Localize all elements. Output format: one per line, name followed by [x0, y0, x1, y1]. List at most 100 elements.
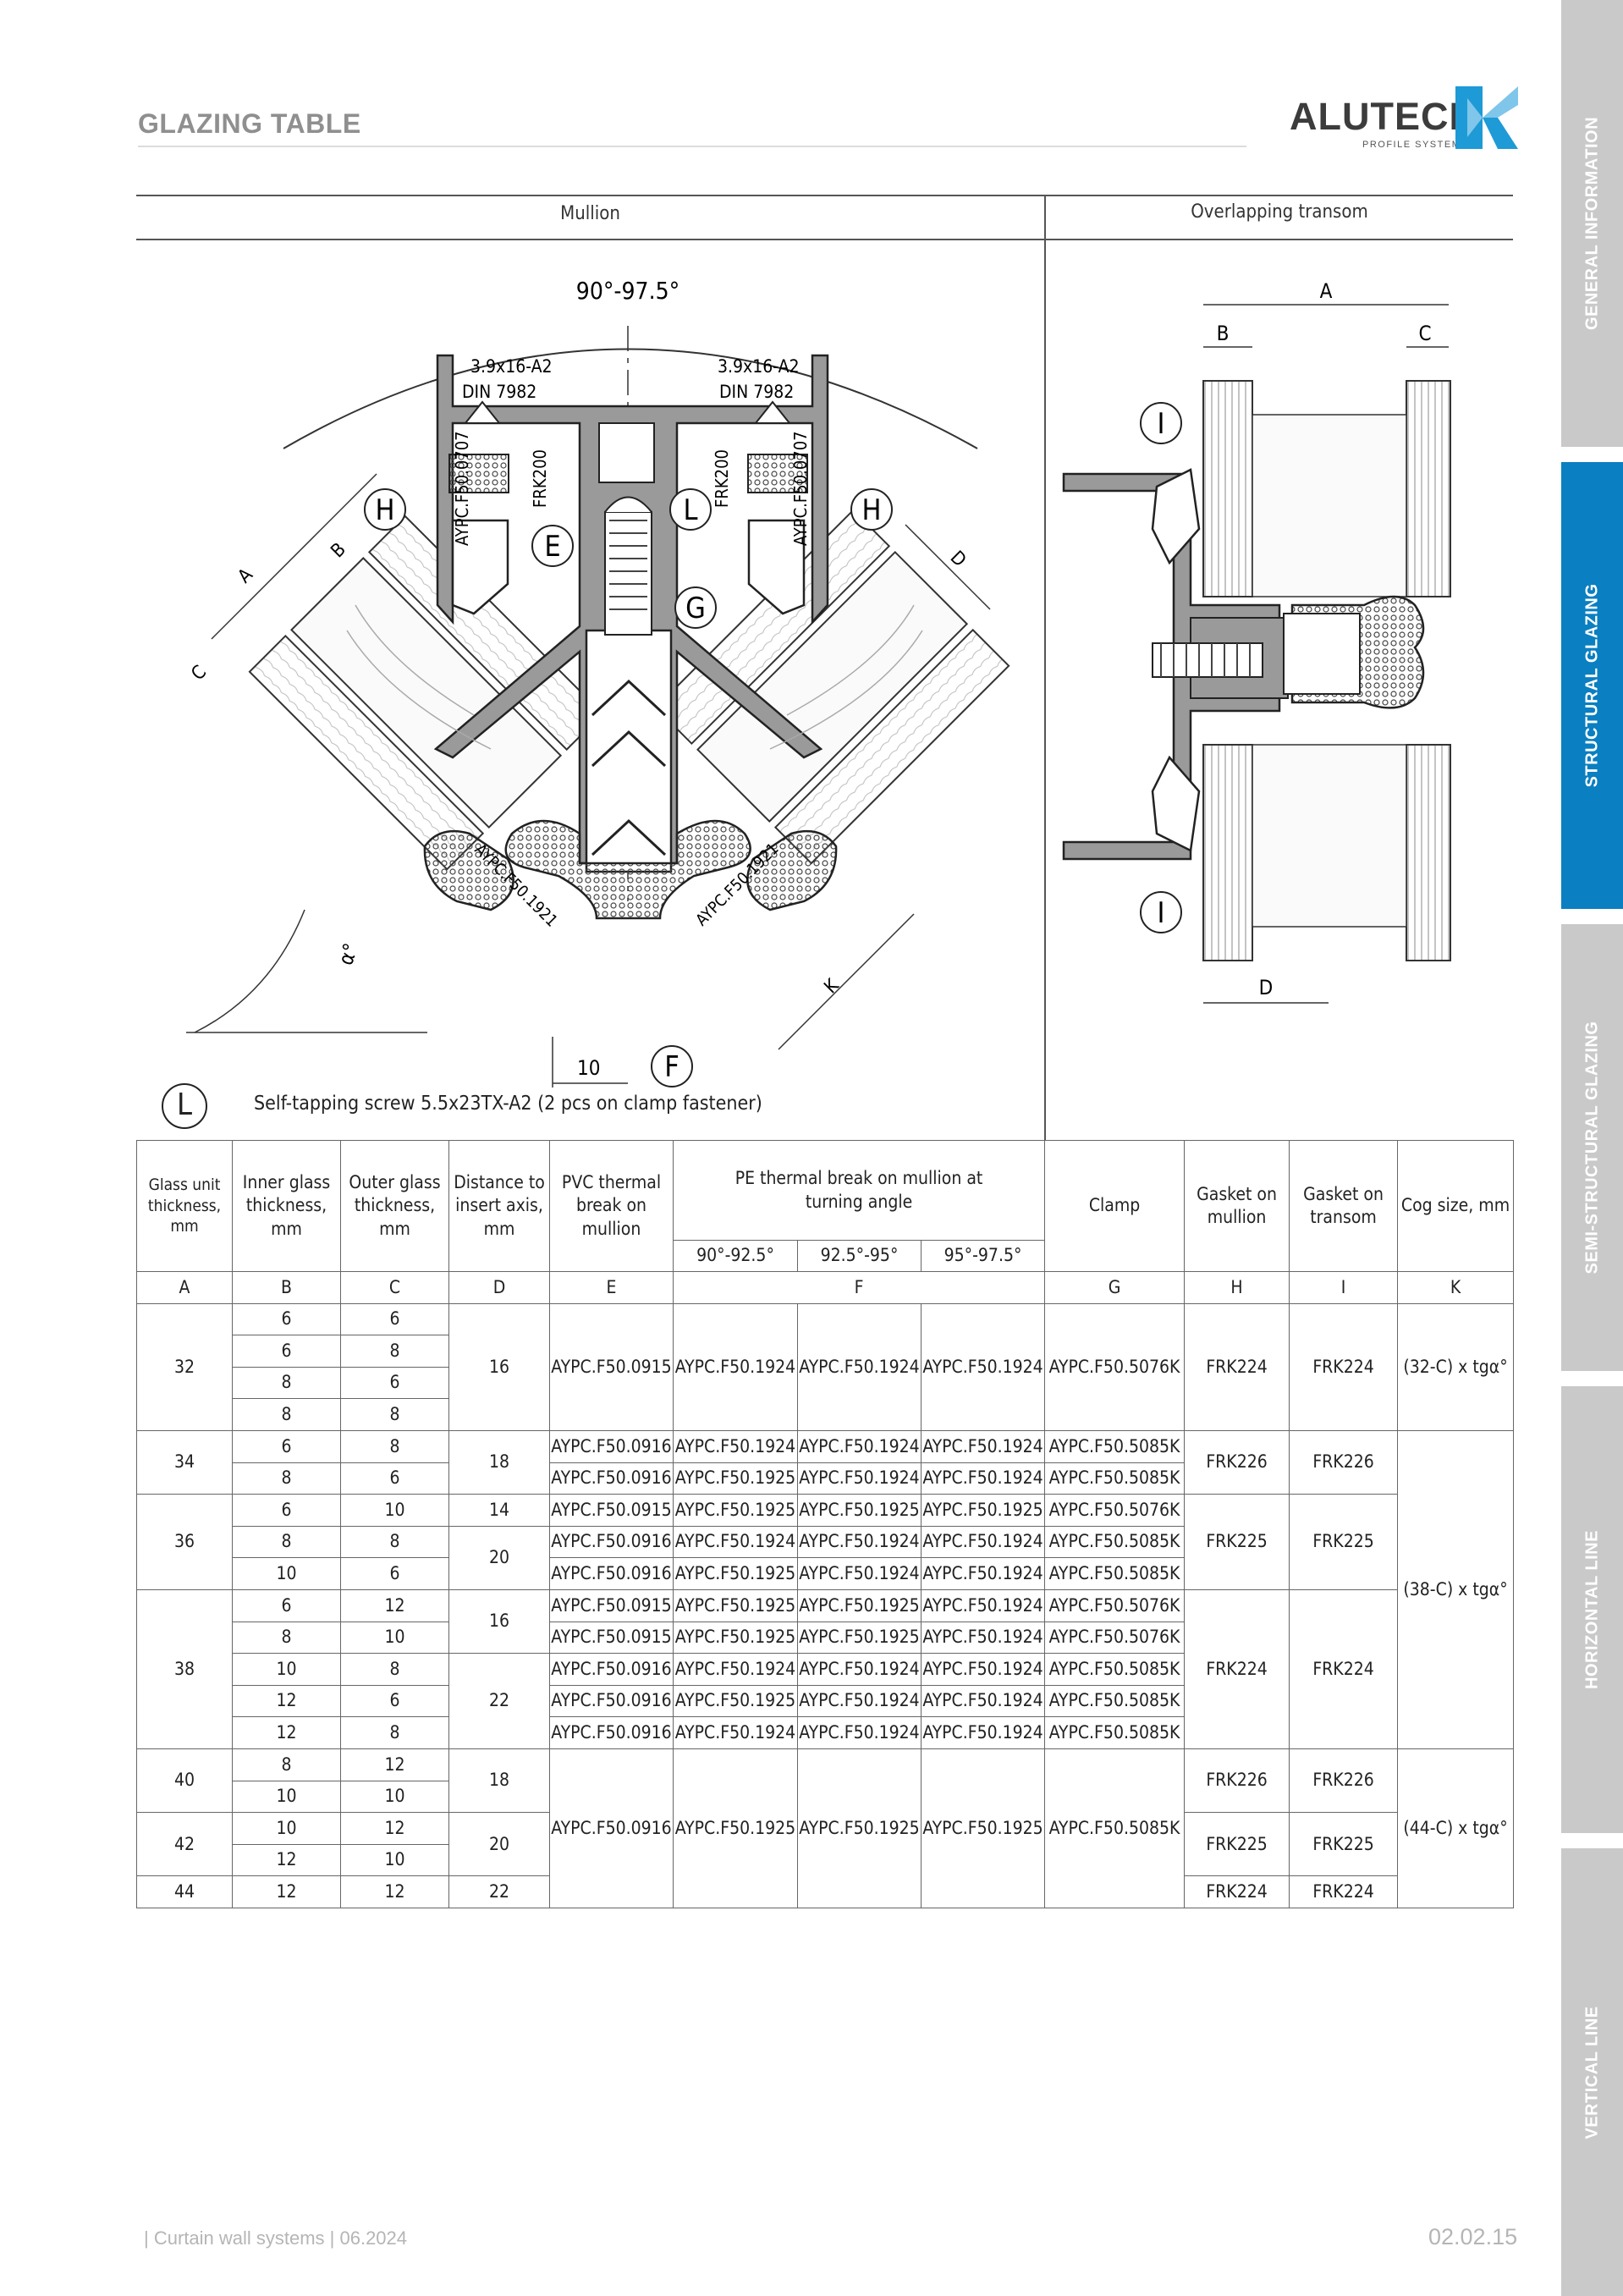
cell-C: 12 [340, 1748, 449, 1781]
cell-F3: AYPC.F50.1924 [920, 1716, 1046, 1749]
cell-F2: AYPC.F50.1925 [797, 1748, 922, 1908]
cell-C: 6 [340, 1684, 449, 1718]
screw-spec-right-2: DIN 7982 [719, 382, 794, 402]
cell-F3: AYPC.F50.1924 [920, 1588, 1046, 1622]
th-cog: Cog size, mm [1397, 1140, 1515, 1272]
cell-G: AYPC.F50.5076K [1044, 1588, 1186, 1622]
cell-C: 10 [340, 1843, 449, 1877]
cell-A: 40 [136, 1748, 233, 1814]
th-angle-2: 92.5°-95° [797, 1240, 922, 1272]
table-row: 8 8 20 AYPC.F50.0916 AYPC.F50.1924 AYPC.… [137, 1525, 1514, 1590]
cell-E: AYPC.F50.0916 [549, 1429, 674, 1463]
callout-L: L [683, 493, 697, 527]
callout-E: E [544, 530, 560, 564]
cell-C: 6 [340, 1302, 449, 1336]
cell-A: 32 [136, 1302, 233, 1431]
angle-range-label: 90°-97.5° [576, 277, 679, 305]
cell-F3: AYPC.F50.1924 [920, 1302, 1046, 1431]
cell-E: AYPC.F50.0916 [549, 1653, 674, 1686]
header-divider [138, 146, 1246, 147]
cell-A: 42 [136, 1812, 233, 1877]
cell-E: AYPC.F50.0915 [549, 1621, 674, 1655]
table-row: 36 6 10 14 AYPC.F50.0915 AYPC.F50.1925 A… [136, 1494, 1514, 1590]
col-letter: H [1184, 1271, 1290, 1304]
cell-B: 8 [232, 1525, 341, 1559]
cell-E: AYPC.F50.0916 [549, 1716, 674, 1749]
cell-G: AYPC.F50.5085K [1044, 1557, 1186, 1590]
cell-D: 22 [448, 1875, 550, 1908]
logo-subtitle: PROFILE SYSTEMS [1362, 140, 1469, 150]
cell-F2: AYPC.F50.1925 [797, 1494, 922, 1527]
cell-C: 6 [340, 1366, 449, 1400]
callout-G: G [685, 592, 706, 625]
callout-H-right: H [861, 493, 881, 527]
th-gasket-mullion: Gasket on mullion [1184, 1140, 1290, 1272]
cell-F2: AYPC.F50.1924 [797, 1716, 922, 1749]
dim-B-label: B [327, 539, 350, 562]
cell-F3: AYPC.F50.1924 [920, 1557, 1046, 1590]
th-angle-3: 95°-97.5° [920, 1240, 1046, 1272]
table-row: 6 8 [137, 1335, 1514, 1368]
cell-G: AYPC.F50.5085K [1044, 1429, 1186, 1463]
cell-B: 12 [232, 1684, 341, 1718]
tab-structural-glazing[interactable]: STRUCTURAL GLAZING [1561, 462, 1623, 909]
cell-E: AYPC.F50.0916 [549, 1462, 674, 1495]
screw-spec-left-2: DIN 7982 [462, 382, 536, 402]
legend-text: Self-tapping screw 5.5x23TX-A2 (2 pcs on… [254, 1093, 762, 1115]
frame-divider [1044, 195, 1046, 1140]
cell-B: 10 [232, 1780, 341, 1814]
table-row: 38 6 12 16 AYPC.F50.0915 AYPC.F50.1925 A… [136, 1588, 1514, 1749]
cell-C: 8 [340, 1525, 449, 1559]
cell-B: 6 [232, 1588, 341, 1622]
cell-B: 6 [232, 1302, 341, 1336]
cell-D: 22 [448, 1653, 550, 1749]
cell-C: 8 [340, 1398, 449, 1431]
th-gasket-transom: Gasket on transom [1289, 1140, 1399, 1272]
cell-G: AYPC.F50.5085K [1044, 1462, 1186, 1495]
cell-E: AYPC.F50.0916 [549, 1684, 674, 1718]
col-letter: F [672, 1271, 1046, 1304]
screw-spec-right-1: 3.9x16-A2 [718, 356, 800, 377]
cell-I: FRK225 [1289, 1494, 1399, 1590]
frame-header-line [136, 239, 1513, 240]
tab-label: SEMI-STRUCTURAL GLAZING [1582, 1021, 1601, 1275]
cell-B: 12 [232, 1716, 341, 1749]
cell-E: AYPC.F50.0916 [549, 1748, 674, 1908]
cell-G: AYPC.F50.5085K [1044, 1653, 1186, 1686]
cell-H: FRK224 [1184, 1875, 1290, 1908]
section-transom-title: Overlapping transom [1191, 201, 1368, 223]
cell-A: 38 [136, 1588, 233, 1749]
transom-section-drawing: A B C D I I [1062, 279, 1451, 1004]
cell-C: 8 [340, 1653, 449, 1686]
callout-H-left: H [375, 493, 394, 527]
table-row: 44 12 12 22 FRK224 FRK224 [136, 1875, 1514, 1908]
cell-D: 18 [448, 1748, 550, 1814]
cell-F3: AYPC.F50.1924 [920, 1621, 1046, 1655]
tab-vertical-line[interactable]: VERTICAL LINE [1561, 1848, 1623, 2296]
cell-F2: AYPC.F50.1925 [797, 1621, 922, 1655]
cell-B: 10 [232, 1812, 341, 1845]
table-row: 8 10 AYPC.F50.0915 AYPC.F50.1925 AYPC.F5… [137, 1621, 1514, 1655]
tab-semi-structural-glazing[interactable]: SEMI-STRUCTURAL GLAZING [1561, 924, 1623, 1371]
tab-horizontal-line[interactable]: HORIZONTAL LINE [1561, 1386, 1623, 1833]
tab-general-information[interactable]: GENERAL INFORMATION [1561, 0, 1623, 447]
cell-B: 8 [232, 1366, 341, 1400]
frame-top-line [136, 195, 1513, 196]
cell-C: 8 [340, 1716, 449, 1749]
table-row: 40 8 12 18 AYPC.F50.0916 AYPC.F50.1925 A… [136, 1748, 1515, 1908]
cell-D: 20 [448, 1812, 550, 1877]
table-row: 8 8 [137, 1398, 1514, 1431]
table-row: 32 6 6 16 AYPC.F50.0915 AYPC.F50.1924 AY… [136, 1302, 1515, 1431]
tab-label: STRUCTURAL GLAZING [1582, 583, 1601, 788]
cell-G: AYPC.F50.5085K [1044, 1525, 1186, 1559]
cell-A: 34 [136, 1429, 233, 1495]
page-title: GLAZING TABLE [138, 108, 361, 139]
profile-0707-left-label: AYPC.F50.0707 [452, 431, 472, 546]
screw-spec-left-1: 3.9x16-A2 [470, 356, 553, 377]
cell-B: 8 [232, 1748, 341, 1781]
cell-H: FRK225 [1184, 1494, 1290, 1590]
cell-E: AYPC.F50.0916 [549, 1525, 674, 1559]
frk200-right-label: FRK200 [712, 449, 732, 508]
company-logo: ALUTECH PROFILE SYSTEMS [1290, 86, 1518, 154]
cell-B: 6 [232, 1335, 341, 1368]
